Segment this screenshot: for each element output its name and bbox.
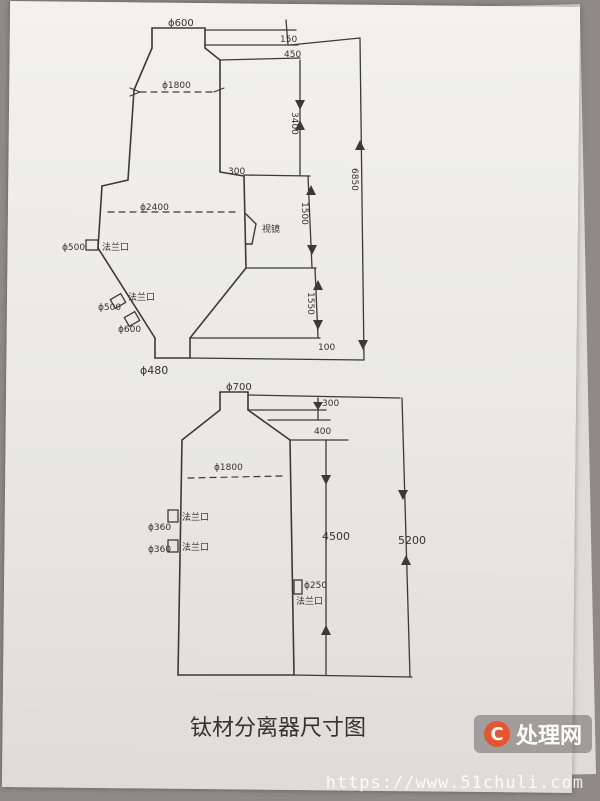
label-bv-overall-height: 5200	[398, 534, 426, 547]
label-dim-150: 150	[280, 35, 297, 45]
label-dim-100: 100	[318, 343, 335, 353]
label-body-diameter: ϕ1800	[162, 81, 191, 91]
label-bv-nozzle-360b: ϕ360	[148, 545, 171, 555]
label-overall-height: 6850	[349, 168, 359, 191]
label-bv-dim-300: 300	[322, 399, 339, 409]
watermark-name: 处理网	[515, 724, 582, 749]
bottom-vessel-dimensions	[247, 394, 413, 678]
top-vessel-dimensions	[189, 19, 365, 361]
label-nozzle-500b: ϕ500	[98, 303, 121, 313]
label-bv-top-diameter: ϕ700	[226, 382, 252, 393]
label-sight-glass: 视镜	[262, 223, 280, 235]
label-dim-1500: 1500	[299, 202, 309, 225]
label-nozzle-500: ϕ500	[62, 243, 85, 253]
label-bv-nozzle-360: ϕ360	[148, 523, 171, 533]
drawing-title: 钛材分离器尺寸图	[190, 716, 366, 741]
label-bv-port-3: 法兰口	[296, 595, 323, 607]
label-bottom-diameter: ϕ480	[140, 364, 168, 377]
label-cone-diameter: ϕ2400	[140, 203, 169, 213]
label-dim-3400: 3400	[289, 112, 299, 135]
label-bv-body-diameter: ϕ1800	[214, 463, 243, 473]
label-nozzle-600: ϕ600	[118, 325, 141, 335]
label-bv-port-1: 法兰口	[182, 511, 209, 523]
watermark-url: https://www.51chuli.com	[325, 773, 584, 793]
bottom-vessel-outline	[177, 391, 295, 676]
label-bv-port-2: 法兰口	[182, 541, 209, 553]
label-dim-300: 300	[228, 167, 245, 177]
watermark-badge: C 处理网	[473, 715, 592, 753]
watermark-logo-icon: C	[483, 721, 510, 747]
top-vessel-outline	[97, 27, 247, 359]
label-bv-dim-400: 400	[314, 427, 331, 437]
label-dim-1550: 1550	[305, 292, 315, 315]
label-bv-nozzle-250: ϕ250	[304, 581, 327, 591]
label-top-diameter: ϕ600	[168, 18, 194, 29]
label-bv-dim-4500: 4500	[322, 530, 350, 543]
label-port-2: 法兰口	[128, 291, 155, 303]
label-port-1: 法兰口	[102, 241, 129, 253]
label-dim-450: 450	[284, 50, 301, 60]
